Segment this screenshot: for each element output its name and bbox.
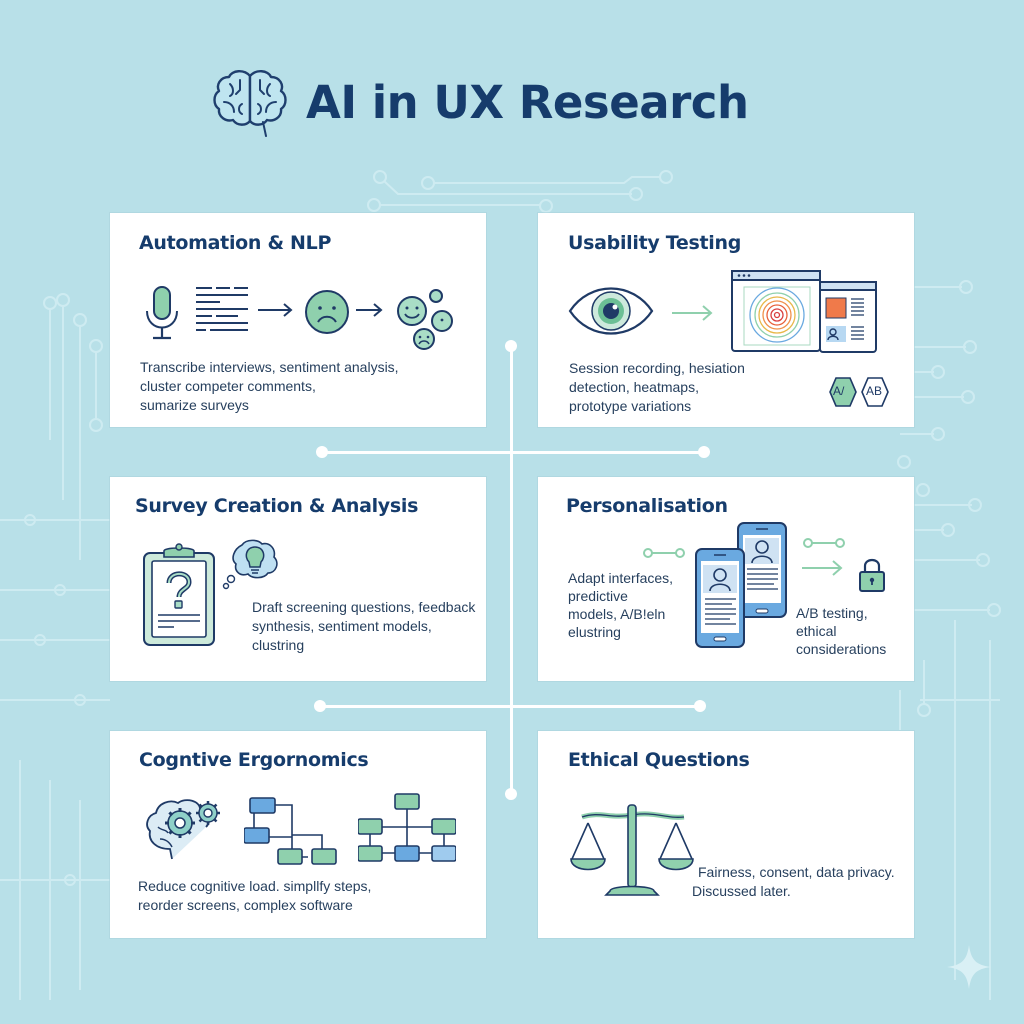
arrow-right-icon (672, 305, 713, 321)
arrow-right-icon (258, 303, 293, 317)
card-ethical-questions: Ethical Questions Fairness, consent, dat… (538, 731, 914, 938)
card-cognitive-ergonomics: Cogntive Ergornomics Reduce cognitive lo… (110, 731, 486, 938)
transcript-lines-icon (196, 287, 248, 331)
connector-horizontal-top (322, 451, 704, 454)
card-title: Ethical Questions (568, 749, 750, 771)
scales-of-justice-icon (570, 804, 694, 896)
brain-gears-icon (146, 799, 220, 860)
card-title: Cogntive Ergornomics (139, 749, 369, 771)
ab-test-badge-icon: A/ AB (828, 377, 890, 407)
badge-ab: AB (866, 384, 883, 398)
connector-vertical (510, 346, 513, 794)
connector-node (505, 340, 517, 352)
connector-horizontal-bottom (320, 705, 705, 708)
card-description: Transcribe interviews, sentiment analysi… (140, 359, 399, 413)
card-description: Session recording, hesiation detection, … (569, 360, 745, 414)
card-automation-nlp: Automation & NLP Transcribe interviews, … (110, 213, 486, 427)
badge-a: A/ (833, 384, 845, 398)
eye-icon (568, 287, 654, 335)
card-title: Usability Testing (568, 232, 742, 254)
clipboard-question-icon (143, 543, 215, 646)
arrow-right-icon (356, 303, 383, 317)
card-title: Survey Creation & Analysis (135, 495, 419, 517)
card-description-right: A/B testing, ethical considerations (796, 605, 887, 657)
card-personalisation: Personalisation Adapt interfaces, predic… (538, 477, 914, 681)
sad-face-icon (305, 290, 349, 334)
connector-node (316, 446, 328, 458)
page-title: AI in UX Research (306, 75, 749, 129)
card-description: Fairness, consent, data privacy. Discuss… (692, 864, 895, 899)
page-header: AI in UX Research (210, 66, 749, 138)
card-title: Personalisation (566, 495, 728, 517)
card-description: Draft screening questions, feedback synt… (252, 599, 476, 653)
hierarchy-icon (358, 793, 456, 862)
connector-node (505, 788, 517, 800)
node-link-icon (803, 538, 845, 548)
card-title: Automation & NLP (139, 232, 332, 254)
sparkle-icon (947, 945, 991, 989)
lock-icon (859, 558, 885, 592)
card-description-left: Adapt interfaces, predictive models, A/B… (568, 570, 674, 640)
arrow-right-icon (802, 560, 843, 576)
card-survey-creation: Survey Creation & Analysis Draft screeni… (110, 477, 486, 681)
node-link-icon (643, 548, 685, 558)
heatmap-window-icon (731, 270, 877, 353)
connector-node (314, 700, 326, 712)
lightbulb-thought-icon (222, 539, 278, 590)
sentiment-cluster-icon (397, 289, 453, 350)
microphone-icon (146, 286, 178, 340)
card-description: Reduce cognitive load. simpllfy steps, r… (138, 878, 372, 913)
card-usability-testing: Usability Testing Session recording, hes… (538, 213, 914, 427)
phones-profile-icon (695, 522, 787, 648)
flowchart-icon (244, 797, 337, 865)
brain-icon (213, 70, 287, 137)
connector-node (698, 446, 710, 458)
connector-node (694, 700, 706, 712)
